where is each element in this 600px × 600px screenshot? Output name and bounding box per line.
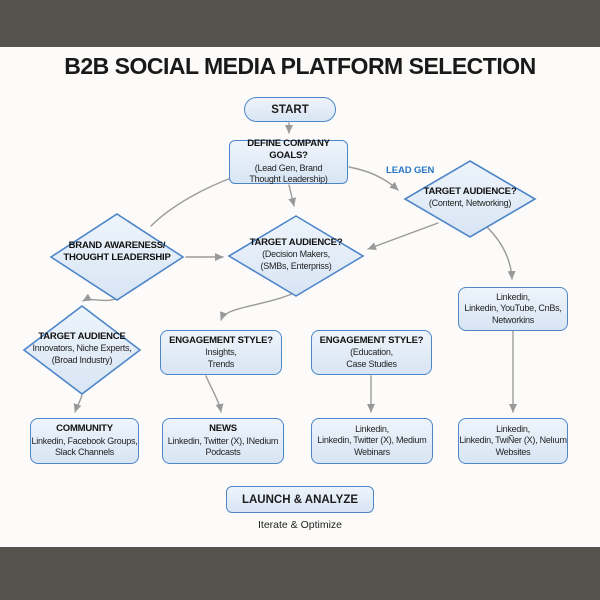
- websites-line3: Websites: [495, 446, 531, 457]
- community-line1: Linkedin, Facebook Groups,: [31, 435, 138, 446]
- goals-title: DEFINE COMPANY GOALS?: [247, 138, 330, 162]
- websites-line1: Linkedin,: [496, 423, 530, 434]
- start-label: START: [271, 103, 309, 116]
- node-start: START: [244, 97, 336, 122]
- iterate-optimize-note: Iterate & Optimize: [257, 519, 343, 531]
- node-platforms-networking: Linkedin, Linkedin, YouTube, CnBs, Netwo…: [458, 287, 568, 331]
- node-engagement-style-2: ENGAGEMENT STYLE? (Education, Case Studi…: [311, 330, 432, 375]
- platforms-line1: Linkedin,: [496, 291, 530, 302]
- diamond-brand-awareness: [49, 213, 185, 301]
- goals-line1: (Lead Gen, Brand: [254, 162, 323, 173]
- webinars-line2: Linkedin, Twitter (X), Medium: [317, 435, 427, 446]
- audience-mid-line1: (Decision Makers,: [262, 249, 330, 260]
- platforms-line2: Linkedin, YouTube, CnBs,: [464, 303, 562, 314]
- node-news: NEWS Linkedin, Twitter (X), INedium Podc…: [162, 418, 284, 464]
- audience-small-line1: Innovators, Niche Experts,: [32, 343, 132, 354]
- connector-goals-audience-right: [348, 166, 399, 191]
- engagement1-title: ENGAGEMENT STYLE?: [169, 334, 273, 346]
- label-target-audience-right: TARGET AUDIENCE? (Content, Networking): [405, 186, 535, 210]
- engagement2-title: ENGAGEMENT STYLE?: [319, 334, 424, 346]
- diamond-target-audience-right: [403, 160, 537, 238]
- news-title: NEWS: [209, 423, 237, 435]
- brand-line2: THOUGHT LEADERSHIP: [63, 252, 171, 264]
- connector-goals-audience-mid: [288, 184, 297, 207]
- connector-audience-mid-engagement1: [219, 292, 295, 321]
- websites-line2: Linkedin, TwiÑer (X), Nelıum: [459, 435, 567, 446]
- audience-mid-title: TARGET AUDIENCE?: [249, 237, 343, 248]
- node-engagement-style-1: ENGAGEMENT STYLE? Insights, Trends: [160, 330, 282, 375]
- engagement2-line2: Case Studies: [346, 358, 397, 369]
- community-line2: Slack Channels: [54, 447, 115, 458]
- page-title: B2B SOCIAL MEDIA PLATFORM SELECTION: [64, 53, 536, 79]
- audience-small-title: TARGET AUDIENCE: [38, 331, 126, 342]
- node-launch-analyze: LAUNCH & ANALYZE: [226, 486, 374, 513]
- connector-audience-small-community: [73, 394, 83, 413]
- audience-right-line1: (Content, Networking): [428, 198, 512, 209]
- top-band: [0, 0, 600, 47]
- brand-line1: BRAND AWARENESS/: [68, 240, 166, 251]
- connector-audience-right-platforms: [486, 226, 516, 280]
- webinars-line1: Linkedin,: [355, 423, 389, 434]
- bottom-band: [0, 547, 600, 600]
- diamond-target-audience-mid: [227, 215, 365, 297]
- community-title: COMMUNITY: [56, 423, 113, 435]
- connector-goals-brand: [150, 176, 235, 227]
- label-brand-awareness: BRAND AWARENESS/ THOUGHT LEADERSHIP: [47, 240, 187, 264]
- edge-label-lead-gen: LEAD GEN: [386, 165, 435, 176]
- engagement2-line1: (Education,: [350, 347, 393, 358]
- audience-small-line2: (Broad Industry): [51, 354, 113, 365]
- goals-line2: Thought Leadership): [249, 174, 328, 185]
- node-websites: Linkedin, Linkedin, TwiÑer (X), Nelıum W…: [458, 418, 568, 464]
- connector-engagement1-news: [205, 375, 224, 413]
- label-target-audience-mid: TARGET AUDIENCE? (Decision Makers, (SMBs…: [231, 237, 361, 272]
- news-line1: Linkedin, Twitter (X), INedium: [167, 435, 279, 446]
- engagement1-line1: Insights,: [205, 347, 237, 358]
- connector-brand-audience-small: [82, 293, 116, 302]
- audience-right-title: TARGET AUDIENCE?: [423, 186, 517, 197]
- news-line2: Podcasts: [205, 447, 241, 458]
- diamond-target-audience-small: [22, 304, 142, 396]
- node-community: COMMUNITY Linkedin, Facebook Groups, Sla…: [30, 418, 139, 464]
- audience-mid-line2: (SMBs, Enterpriss): [260, 260, 332, 271]
- platforms-line3: Networkins: [491, 314, 534, 325]
- node-webinars: Linkedin, Linkedin, Twitter (X), Medium …: [311, 418, 433, 464]
- webinars-line3: Webinars: [354, 446, 390, 457]
- engagement1-line2: Trends: [207, 358, 235, 369]
- connector-audience-right-audience-mid: [367, 222, 439, 250]
- label-target-audience-small: TARGET AUDIENCE Innovators, Niche Expert…: [17, 331, 147, 366]
- launch-label: LAUNCH & ANALYZE: [241, 493, 359, 506]
- node-define-goals: DEFINE COMPANY GOALS? (Lead Gen, Brand T…: [229, 138, 348, 185]
